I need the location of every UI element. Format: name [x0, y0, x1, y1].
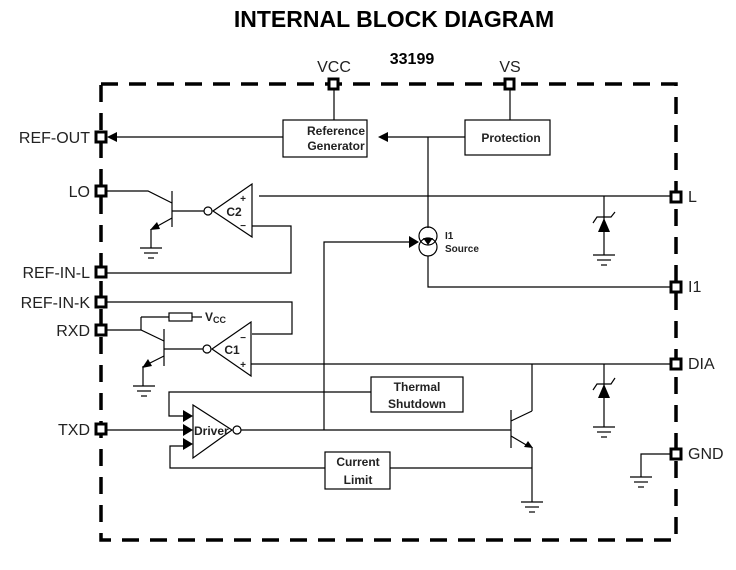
pin-label-ref-in-l: REF-IN-L: [22, 265, 90, 282]
comparator-c2: C2 + −: [203, 182, 253, 239]
wire-ref-in-k: [106, 301, 293, 335]
wire-ref-in-l: [106, 225, 292, 274]
current-limit-block: Current Limit: [324, 451, 391, 490]
pin-dia[interactable]: [669, 357, 683, 371]
svg-text:Protection: Protection: [481, 131, 540, 145]
svg-text:Thermal: Thermal: [394, 380, 441, 394]
ref-gen-arrow-icon: [378, 132, 388, 142]
transistor-lo-icon: [106, 190, 204, 259]
svg-text:+: +: [240, 360, 246, 371]
pin-label-txd: TXD: [58, 422, 90, 439]
i1-control-arrow-icon: [409, 236, 419, 248]
pin-label-vs: VS: [499, 59, 520, 76]
part-number: 33199: [390, 51, 435, 68]
pin-label-i1: I1: [688, 279, 701, 296]
svg-text:I1: I1: [445, 231, 454, 242]
pin-label-lo: LO: [69, 184, 90, 201]
ground-gnd-icon: [630, 453, 671, 488]
zener-diode-l-icon: [592, 196, 616, 266]
svg-text:Current: Current: [336, 455, 379, 469]
pin-gnd[interactable]: [669, 447, 683, 461]
svg-text:Reference: Reference: [307, 124, 365, 138]
pin-label-ref-out: REF-OUT: [19, 130, 90, 147]
svg-text:C1: C1: [224, 343, 240, 357]
svg-text:Source: Source: [445, 244, 479, 255]
wire-current-limit-to-driver: [169, 445, 325, 469]
pin-i1[interactable]: [669, 280, 683, 294]
svg-text:−: −: [240, 221, 246, 232]
pin-label-rxd: RXD: [56, 323, 90, 340]
comparator-c1: C1 − +: [202, 320, 252, 378]
resistor-vcc-label: VCC: [205, 310, 227, 325]
wire-driver-to-i1: [323, 241, 410, 430]
pin-label-ref-in-k: REF-IN-K: [21, 295, 91, 312]
svg-text:C2: C2: [226, 205, 242, 219]
svg-text:+: +: [240, 194, 246, 205]
svg-text:−: −: [240, 333, 246, 344]
ref-out-arrow-icon: [107, 132, 117, 142]
pin-vcc[interactable]: [327, 77, 340, 91]
pin-ref-in-l[interactable]: [94, 265, 108, 279]
pin-txd[interactable]: [94, 422, 108, 436]
pin-ref-out[interactable]: [94, 130, 108, 144]
chip-boundary: [99, 82, 678, 542]
svg-text:Driver: Driver: [194, 424, 229, 438]
resistor-vcc-icon: [168, 312, 202, 322]
svg-text:Shutdown: Shutdown: [388, 397, 446, 411]
pin-ref-in-k[interactable]: [94, 295, 108, 309]
wire-i1: [427, 256, 671, 288]
driver-amplifier: Driver: [183, 403, 242, 460]
diagram-title: INTERNAL BLOCK DIAGRAM: [234, 6, 554, 32]
wire-thermal-to-driver: [168, 391, 371, 417]
thermal-shutdown-block: Thermal Shutdown: [370, 376, 464, 413]
pin-vs[interactable]: [503, 77, 516, 91]
zener-diode-dia-icon: [592, 364, 616, 438]
svg-text:Generator: Generator: [307, 139, 365, 153]
pin-label-gnd: GND: [688, 446, 724, 463]
transistor-output-icon: [510, 364, 543, 513]
pin-label-vcc: VCC: [317, 59, 351, 76]
pin-l[interactable]: [669, 190, 683, 204]
pin-rxd[interactable]: [94, 323, 108, 337]
pin-lo[interactable]: [94, 184, 108, 198]
svg-text:Limit: Limit: [344, 473, 373, 487]
i1-current-source-icon: I1 Source: [418, 226, 479, 257]
transistor-rxd-icon: [106, 316, 203, 397]
reference-generator-block: Reference Generator: [282, 119, 368, 158]
pin-label-l: L: [688, 189, 697, 206]
pin-label-dia: DIA: [688, 356, 715, 373]
protection-block: Protection: [464, 119, 551, 156]
